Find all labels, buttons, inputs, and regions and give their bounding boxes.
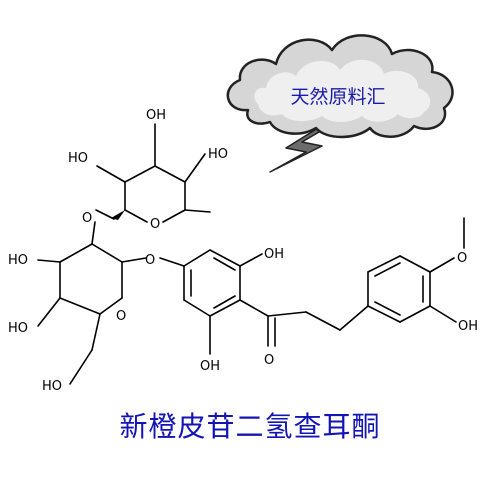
atom-label: O bbox=[116, 309, 126, 324]
bond bbox=[59, 243, 93, 263]
bond bbox=[209, 299, 241, 317]
atom-label: O bbox=[457, 251, 467, 266]
atom-label: HO bbox=[42, 379, 62, 394]
bond bbox=[183, 249, 211, 267]
bond bbox=[91, 243, 123, 263]
bond bbox=[184, 153, 206, 183]
bond bbox=[154, 165, 186, 183]
bond bbox=[59, 297, 101, 315]
atom-label: HO bbox=[68, 151, 88, 166]
bond bbox=[69, 349, 93, 385]
bond bbox=[95, 209, 115, 220]
bond bbox=[429, 305, 457, 323]
atom-label: HO bbox=[208, 147, 228, 162]
bond bbox=[213, 295, 236, 309]
atom-label: O bbox=[264, 353, 274, 368]
atom-label: HO bbox=[8, 321, 28, 336]
bond bbox=[91, 313, 101, 351]
cloud-highlight bbox=[254, 59, 431, 122]
bond bbox=[183, 299, 211, 317]
bond bbox=[184, 209, 211, 213]
bond bbox=[367, 305, 401, 323]
bond bbox=[99, 297, 123, 315]
atom-label: OH bbox=[458, 319, 478, 334]
wedge-bond bbox=[111, 210, 125, 220]
bond bbox=[367, 255, 401, 273]
bond bbox=[37, 297, 61, 327]
bond bbox=[96, 165, 126, 183]
bond bbox=[339, 305, 369, 331]
bond bbox=[399, 305, 431, 323]
glucose-ring: O HO O HO HO O bbox=[8, 211, 155, 394]
atom-label: O bbox=[82, 211, 92, 226]
bond bbox=[209, 249, 241, 267]
atom-label: OH bbox=[146, 108, 166, 123]
bond bbox=[239, 299, 269, 317]
bond bbox=[399, 255, 431, 273]
atom-label: O bbox=[145, 253, 155, 268]
bond bbox=[162, 209, 186, 223]
bond bbox=[91, 221, 96, 245]
bond bbox=[124, 209, 148, 223]
bond bbox=[213, 257, 236, 271]
aryl-ring-a: OH OH bbox=[159, 247, 284, 374]
bond bbox=[374, 301, 401, 316]
bond bbox=[305, 311, 341, 331]
atom-label: HO bbox=[8, 253, 28, 268]
bond bbox=[124, 165, 156, 183]
watermark-text: 天然原料汇 bbox=[290, 86, 385, 108]
bond bbox=[267, 311, 307, 317]
rhamnose-ring: OH HO HO O bbox=[68, 108, 228, 232]
bond bbox=[429, 257, 455, 273]
aryl-ring-b: O OH bbox=[367, 217, 478, 334]
atom-label: O bbox=[150, 217, 160, 232]
bond bbox=[374, 262, 401, 277]
atom-label: OH bbox=[264, 247, 284, 262]
bond bbox=[159, 257, 185, 267]
atom-label: OH bbox=[200, 359, 220, 374]
bond bbox=[121, 257, 147, 263]
bond bbox=[239, 253, 263, 267]
bond bbox=[37, 259, 61, 263]
propanone-chain: O bbox=[264, 305, 369, 368]
compound-title: 新橙皮苷二氢查耳酮 bbox=[119, 410, 380, 443]
cloud-logo: 天然原料汇 bbox=[226, 34, 454, 173]
